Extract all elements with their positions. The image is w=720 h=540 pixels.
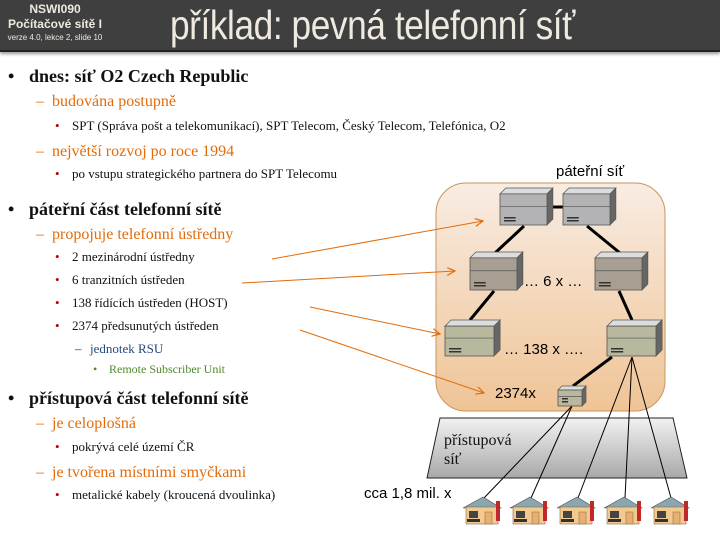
dash-marker: – bbox=[36, 415, 44, 432]
bullet-level-3: • 2374 předsunutých ústředen bbox=[55, 318, 219, 334]
bullet-text: metalické kabely (kroucená dvoulinka) bbox=[72, 487, 276, 502]
transit-count-label: … 6 x … bbox=[524, 273, 583, 290]
course-code: NSWI090 bbox=[29, 2, 81, 16]
bullet-level-5: • Remote Subscriber Unit bbox=[93, 362, 225, 377]
slide-version: verze 4.0, lekce 2, slide 10 bbox=[7, 33, 103, 42]
dash-marker: – bbox=[36, 464, 44, 481]
bullet-level-2: –největší rozvoj po roce 1994 bbox=[36, 143, 234, 161]
switch-server-icon bbox=[594, 251, 649, 291]
bullet-level-3: • 2 mezinárodní ústředny bbox=[55, 249, 195, 265]
bullet-level-2: –budována postupně bbox=[36, 93, 176, 111]
dash-marker: – bbox=[36, 143, 44, 160]
bullet-text: největší rozvoj po roce 1994 bbox=[52, 143, 235, 160]
switch-server-icon bbox=[469, 251, 524, 291]
bullet-text: po vstupu strategického partnera do SPT … bbox=[72, 166, 338, 181]
bullet-marker: • bbox=[55, 272, 60, 287]
bullet-level-2: –je celoplošná bbox=[36, 415, 136, 433]
bullet-marker: • bbox=[55, 439, 60, 454]
bullet-text: páteřní část telefonní sítě bbox=[29, 199, 222, 219]
bullet-marker: • bbox=[55, 166, 60, 181]
bullet-text: jednotek RSU bbox=[90, 341, 164, 356]
bullet-marker: • bbox=[55, 487, 60, 502]
course-name: Počítačové sítě I bbox=[7, 17, 103, 31]
bullet-marker: • bbox=[93, 362, 98, 376]
subscriber-count-label: cca 1,8 mil. x bbox=[364, 485, 452, 502]
house-icon bbox=[509, 496, 550, 525]
bullet-text: 2374 předsunutých ústředen bbox=[72, 318, 219, 333]
switch-server-icon bbox=[562, 187, 617, 226]
house-icon bbox=[650, 496, 691, 525]
bullet-text: je tvořena místními smyčkami bbox=[52, 464, 247, 481]
bullet-text: budována postupně bbox=[52, 93, 176, 110]
subscriber-lines bbox=[483, 356, 672, 499]
bullet-marker: • bbox=[55, 295, 60, 310]
rsu-count-label: 2374x bbox=[495, 385, 536, 402]
bullet-level-4: –jednotek RSU bbox=[75, 341, 163, 357]
bullet-level-3: • 138 řídících ústředen (HOST) bbox=[55, 295, 228, 311]
dash-marker: – bbox=[36, 226, 44, 243]
slide-header: NSWI090 Počítačové sítě I verze 4.0, lek… bbox=[0, 0, 720, 52]
bullet-level-3: • metalické kabely (kroucená dvoulinka) bbox=[55, 487, 275, 503]
bullet-text: pokrývá celé území ČR bbox=[72, 439, 195, 454]
bullet-text: 6 tranzitních ústředen bbox=[72, 272, 185, 287]
access-label-line2: síť bbox=[444, 451, 462, 468]
dash-marker: – bbox=[75, 341, 82, 356]
switch-server-icon bbox=[444, 319, 501, 357]
access-label-line1: přístupová bbox=[444, 432, 512, 449]
bullet-marker: • bbox=[55, 318, 60, 333]
bullet-level-3: • pokrývá celé území ČR bbox=[55, 439, 194, 455]
switch-server-icon bbox=[557, 385, 587, 407]
bullet-level-2: –propojuje telefonní ústředny bbox=[36, 226, 233, 244]
bullet-marker: • bbox=[55, 249, 60, 264]
bullet-level-1: páteřní část telefonní sítě bbox=[8, 199, 222, 220]
access-network-label: přístupová síť bbox=[444, 431, 512, 469]
host-count-label: … 138 x …. bbox=[504, 341, 584, 358]
bullet-level-3: • 6 tranzitních ústředen bbox=[55, 272, 185, 288]
backbone-label: páteřní síť bbox=[556, 163, 625, 180]
course-info: NSWI090 Počítačové sítě I verze 4.0, lek… bbox=[0, 2, 110, 44]
bullet-text: Remote Subscriber Unit bbox=[109, 362, 225, 376]
access-network-area bbox=[426, 417, 688, 479]
bullet-text: propojuje telefonní ústředny bbox=[52, 226, 234, 243]
dash-marker: – bbox=[36, 93, 44, 110]
bullet-text: dnes: síť O2 Czech Republic bbox=[29, 66, 249, 86]
bullet-text: přístupová část telefonní sítě bbox=[29, 388, 249, 408]
bullet-text: 138 řídících ústředen (HOST) bbox=[72, 295, 228, 310]
switch-server-icon bbox=[499, 187, 554, 226]
bullet-marker: • bbox=[55, 118, 60, 133]
bullet-text: 2 mezinárodní ústředny bbox=[72, 249, 195, 264]
bullet-level-1: dnes: síť O2 Czech Republic bbox=[8, 66, 249, 87]
backbone-links bbox=[468, 205, 634, 388]
bullet-level-2: –je tvořena místními smyčkami bbox=[36, 464, 246, 482]
house-icon bbox=[462, 496, 503, 525]
house-icon bbox=[556, 496, 597, 525]
bullet-text: SPT (Správa pošt a telekomunikací), SPT … bbox=[72, 118, 506, 133]
bullet-text: je celoplošná bbox=[52, 415, 136, 432]
slide-title: příklad: pevná telefonní síť bbox=[170, 2, 575, 48]
switch-server-icon bbox=[606, 319, 663, 357]
pointer-arrows bbox=[241, 221, 484, 393]
house-icon bbox=[603, 496, 644, 525]
bullet-level-3: • po vstupu strategického partnera do SPT… bbox=[55, 166, 337, 182]
bullet-level-3: • SPT (Správa pošt a telekomunikací), SPT… bbox=[55, 118, 506, 134]
bullet-level-1: přístupová část telefonní sítě bbox=[8, 388, 249, 409]
